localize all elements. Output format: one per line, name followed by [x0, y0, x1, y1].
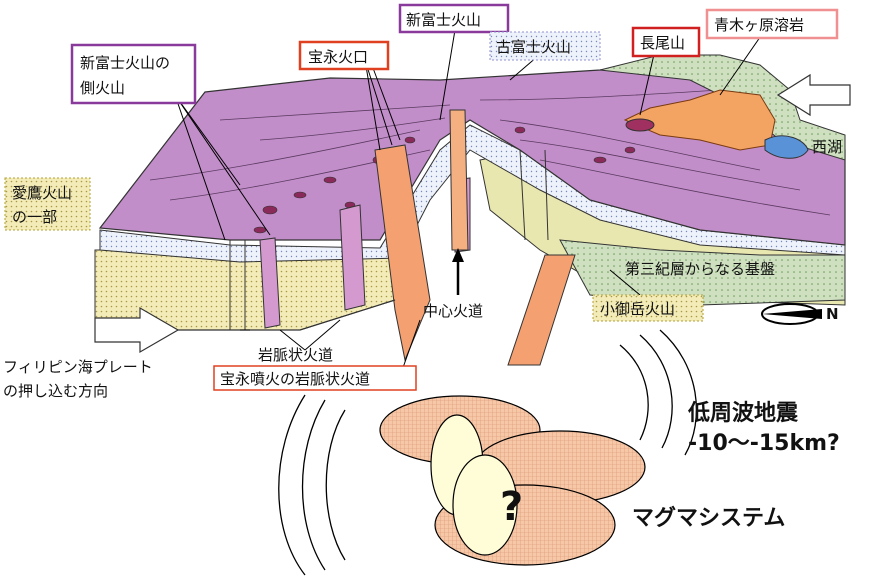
magma-system: [379, 395, 646, 566]
label-nagaoyama: 長尾山: [631, 26, 701, 58]
label-aokigahara: 青木ヶ原溶岩: [705, 8, 839, 40]
tertiary-basement-label: 第三紀層からなる基盤: [625, 260, 775, 278]
central-conduit-arrow: [452, 248, 464, 295]
compass-icon: N: [761, 303, 839, 325]
label-hoei-crater: 宝永火口: [298, 40, 390, 71]
hoei-dike: [374, 144, 431, 362]
dike-conduit-label: 岩脈状火道: [258, 346, 333, 364]
magma-system-label: マグマシステム: [632, 505, 785, 531]
hoei-dike-text: 宝永噴火の岩脈状火道: [220, 370, 370, 388]
ashitaka-line1: 愛鷹火山: [12, 184, 72, 202]
nagaoyama-cone: [625, 118, 655, 132]
low-frequency-quake-label: 低周波地震: [687, 401, 799, 426]
lateral-volcanoes-line2: 側火山: [80, 79, 125, 97]
saiko-label: 西湖: [812, 138, 842, 156]
aokigahara-text: 青木ヶ原溶岩: [714, 16, 804, 34]
shin-fuji-text: 新富士火山: [406, 11, 481, 29]
plate-direction-line2: の押し込む方向: [3, 382, 108, 400]
depth-label: -10～-15km?: [688, 431, 840, 456]
label-hoei-dike: 宝永噴火の岩脈状火道: [213, 365, 417, 391]
magma-pocket-lower: [452, 454, 518, 556]
label-lateral-volcanoes: 新富士火山の 側火山: [70, 43, 197, 105]
aokigahara-lava: [623, 89, 776, 151]
plate-direction-line1: フィリピン海プレート: [3, 358, 153, 376]
compass-north-label: N: [826, 305, 839, 323]
saiko-lake: [764, 135, 809, 159]
label-ko-fuji: 古富士火山: [489, 31, 601, 61]
lateral-volcanoes-line1: 新富士火山の: [80, 54, 170, 72]
ko-fuji-text: 古富士火山: [496, 38, 571, 56]
east-arrow: [776, 73, 851, 117]
question-mark: ?: [500, 484, 523, 530]
label-komitake: 小御岳火山: [592, 294, 704, 322]
block-diagram: [94, 54, 846, 366]
plate-arrow: [94, 306, 180, 354]
seismic-waves: [278, 329, 698, 576]
komitake-text: 小御岳火山: [600, 300, 675, 318]
label-ashitaka: 愛鷹火山 の一部: [4, 177, 91, 231]
central-conduit-label: 中心火道: [423, 302, 483, 320]
nagaoyama-text: 長尾山: [640, 34, 685, 52]
central-conduit-body: [449, 109, 469, 251]
label-shin-fuji: 新富士火山: [398, 3, 510, 34]
hoei-crater-text: 宝永火口: [308, 48, 368, 66]
ashitaka-line2: の一部: [12, 208, 57, 226]
komitake-dike: [507, 254, 576, 366]
